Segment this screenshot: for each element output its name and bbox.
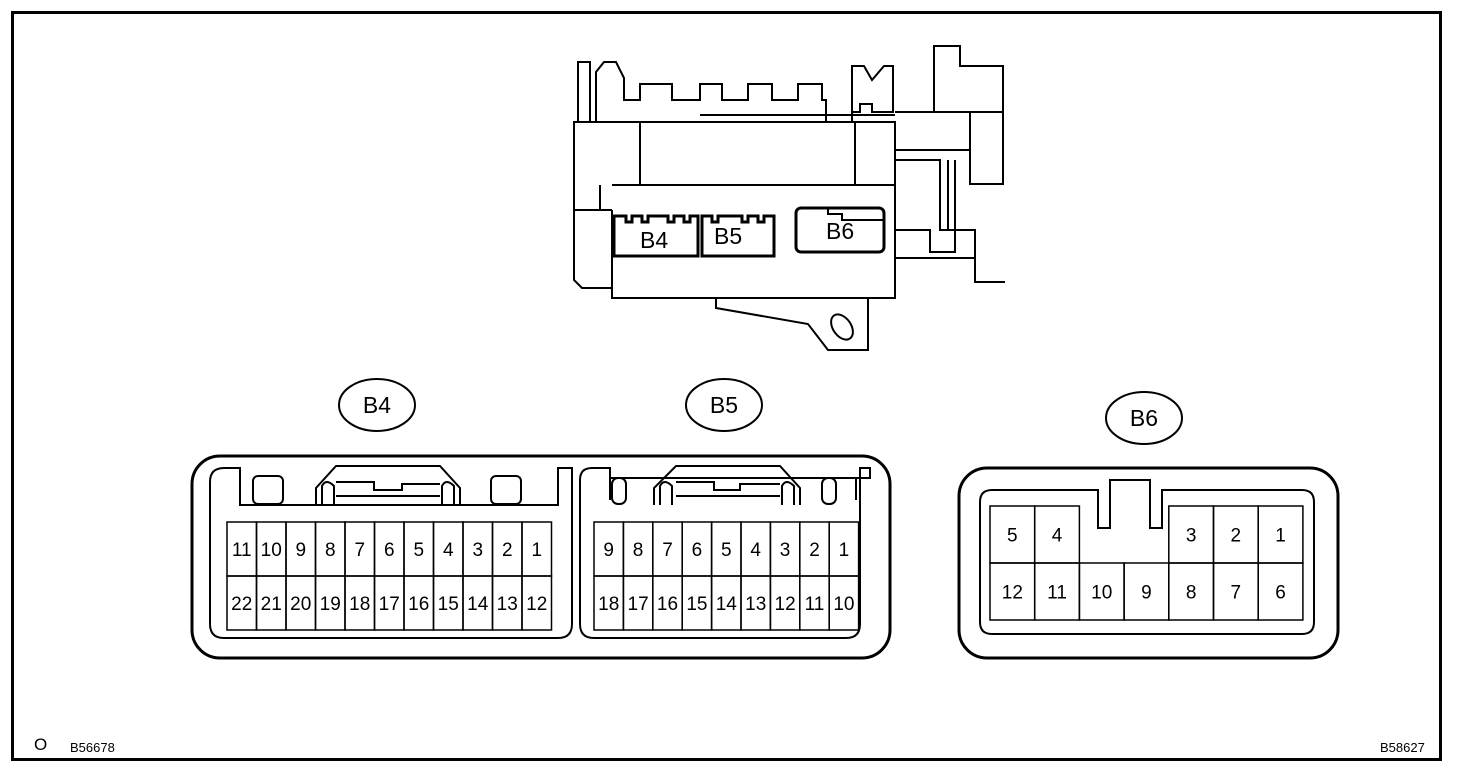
footer-left-code: B56678: [70, 740, 115, 755]
b6-pin-label: 7: [1231, 582, 1242, 603]
b6-pin-label: 5: [1007, 525, 1018, 546]
b5-pin-cell: [828, 575, 860, 631]
b6-pin-label: 3: [1186, 525, 1197, 546]
b5-name-bubble: B5: [685, 378, 763, 432]
b4-pin-label: 7: [354, 540, 365, 561]
b4-pin-label: 13: [497, 594, 518, 615]
b5-pin-label: 18: [598, 594, 619, 615]
b5-pin-label: 5: [721, 540, 732, 561]
b4-pin-cell: [521, 575, 553, 631]
svg-text:B5: B5: [710, 392, 738, 418]
b4-pin-label: 16: [408, 594, 429, 615]
b4-connector-body: [209, 467, 573, 639]
b4-pin-label: 10: [261, 540, 282, 561]
b4-pin-label: 21: [261, 594, 282, 615]
svg-text:B4: B4: [363, 392, 391, 418]
housing-illustration: [573, 45, 1005, 351]
b5-pin-label: 15: [686, 594, 707, 615]
b6-pin-label: 1: [1275, 525, 1286, 546]
b4-pin-label: 3: [472, 540, 483, 561]
b4-pin-label: 9: [295, 540, 306, 561]
b5-pin-label: 3: [780, 540, 791, 561]
b5-pin-label: 7: [662, 540, 673, 561]
housing-label-b5: B5: [714, 223, 742, 249]
b4-pin-label: 14: [467, 594, 489, 615]
b6-pin-label: 11: [1047, 582, 1067, 603]
b4-pin-label: 12: [526, 594, 547, 615]
b5-pin-label: 10: [833, 594, 854, 615]
b6-pin-cell: [1257, 562, 1304, 621]
b5-pin-label: 1: [839, 540, 850, 561]
b6-connector-body: [979, 479, 1315, 635]
b5-pin-label: 2: [809, 540, 820, 561]
footer-right-code: B58627: [1380, 740, 1425, 755]
b5-pin-label: 13: [745, 594, 766, 615]
b4-pin-label: 6: [384, 540, 395, 561]
b5-pin-label: 14: [716, 594, 738, 615]
b6-pin-label: 6: [1275, 582, 1286, 603]
b5-pin-label: 4: [750, 540, 761, 561]
b4-pin-label: 15: [438, 594, 459, 615]
b4-pin-label: 18: [349, 594, 370, 615]
b5-connector-body: [579, 467, 871, 639]
b6-pin-label: 4: [1052, 525, 1063, 546]
b4-pin-label: 17: [379, 594, 400, 615]
b6-pin-grid: 5 4 3 2 1 12 11 10 9 8 7 6: [989, 505, 1304, 621]
b6-name-bubble: B6: [1105, 391, 1183, 445]
b5-pin-label: 11: [805, 594, 825, 615]
housing-label-b4: B4: [640, 227, 668, 253]
b5-pin-label: 6: [692, 540, 703, 561]
b5-latch: [609, 465, 857, 505]
b4-connector-outline: [190, 454, 892, 660]
b4-pin-label: 11: [232, 540, 252, 561]
b6-pin-label: 10: [1091, 582, 1112, 603]
b4-pin-label: 20: [290, 594, 311, 615]
housing-label-b6: B6: [826, 218, 854, 244]
b4-latch: [239, 465, 559, 505]
b5-pin-label: 9: [603, 540, 614, 561]
b5-pin-label: 12: [775, 594, 796, 615]
b4-pin-label: 22: [231, 594, 252, 615]
b6-pin-label: 2: [1231, 525, 1242, 546]
b5-pin-label: 16: [657, 594, 678, 615]
b4-pin-label: 8: [325, 540, 336, 561]
b4-pin-label: 4: [443, 540, 454, 561]
b4-pin-label: 2: [502, 540, 513, 561]
b4-pin-label: 19: [320, 594, 341, 615]
b5-pin-label: 8: [633, 540, 644, 561]
b6-pin-label: 9: [1141, 582, 1152, 603]
b5-pin-label: 17: [628, 594, 649, 615]
b6-connector-outline: [957, 466, 1340, 660]
b6-pin-label: 12: [1002, 582, 1023, 603]
b4-pin-label: 5: [413, 540, 424, 561]
footer-left-mark: O: [34, 735, 47, 754]
b4-pin-label: 1: [531, 540, 542, 561]
diagram-frame: [11, 11, 1442, 761]
b6-pin-label: 8: [1186, 582, 1197, 603]
svg-text:B6: B6: [1130, 405, 1158, 431]
b4-name-bubble: B4: [338, 378, 416, 432]
